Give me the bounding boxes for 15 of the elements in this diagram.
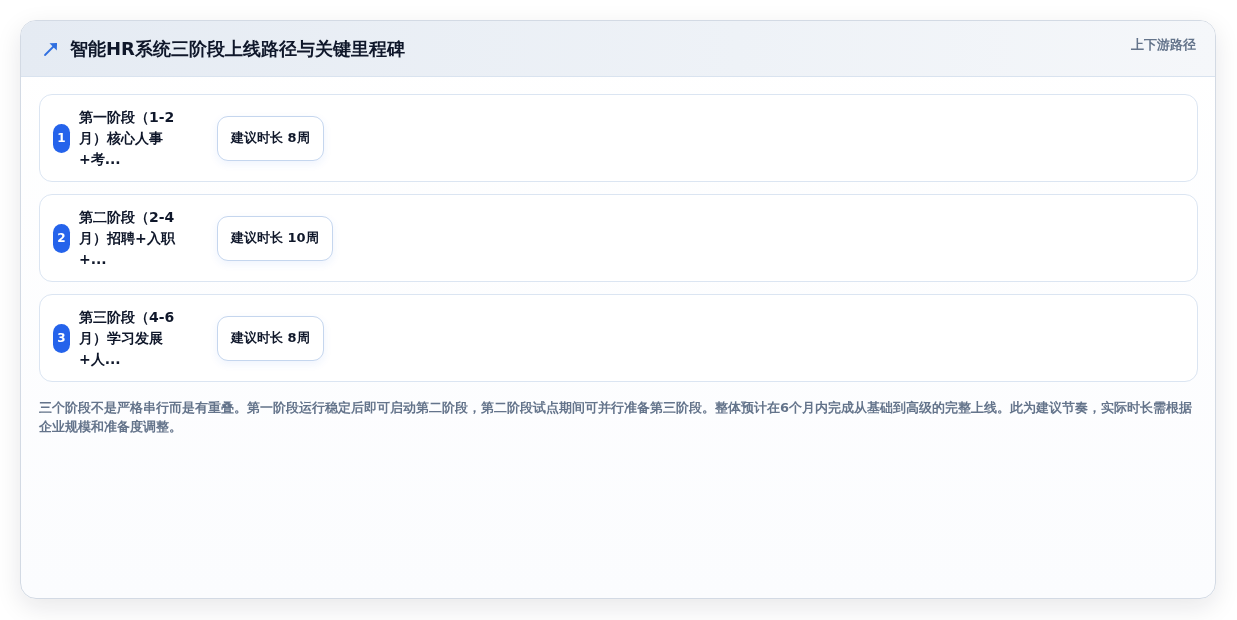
- stage-row: [39, 194, 1198, 282]
- footnote-text: 三个阶段不是严格串行而是有重叠。第一阶段运行稳定后即可启动第二阶段，第二阶段试点期间可并行准备第三阶段。整体预计在6个月内完成从基础到高级的完整上线。此为建议节奏，实际时长需根据企业规模和准备度调整。: [39, 399, 1194, 436]
- duration-tag: 建议时长 8周: [217, 115, 324, 161]
- stage-title: 第三阶段（4-6月）学习发展+人...: [79, 307, 176, 369]
- stage-row: [39, 94, 1198, 182]
- stage-title: 第二阶段（2-4月）招聘+入职+...: [79, 207, 176, 269]
- step-number-badge: 2: [53, 223, 70, 253]
- step-number-badge: 1: [53, 123, 70, 153]
- duration-tag: 建议时长 8周: [217, 315, 324, 361]
- section-label: 上下游路径: [1131, 36, 1196, 54]
- diagram-title: 智能HR系统三阶段上线路径与关键里程碑: [70, 37, 405, 61]
- stage-title: 第一阶段（1-2月）核心人事+考...: [79, 107, 176, 169]
- duration-tag: 建议时长 10周: [217, 215, 333, 261]
- stage-row: [39, 294, 1198, 382]
- step-number-badge: 3: [53, 323, 70, 353]
